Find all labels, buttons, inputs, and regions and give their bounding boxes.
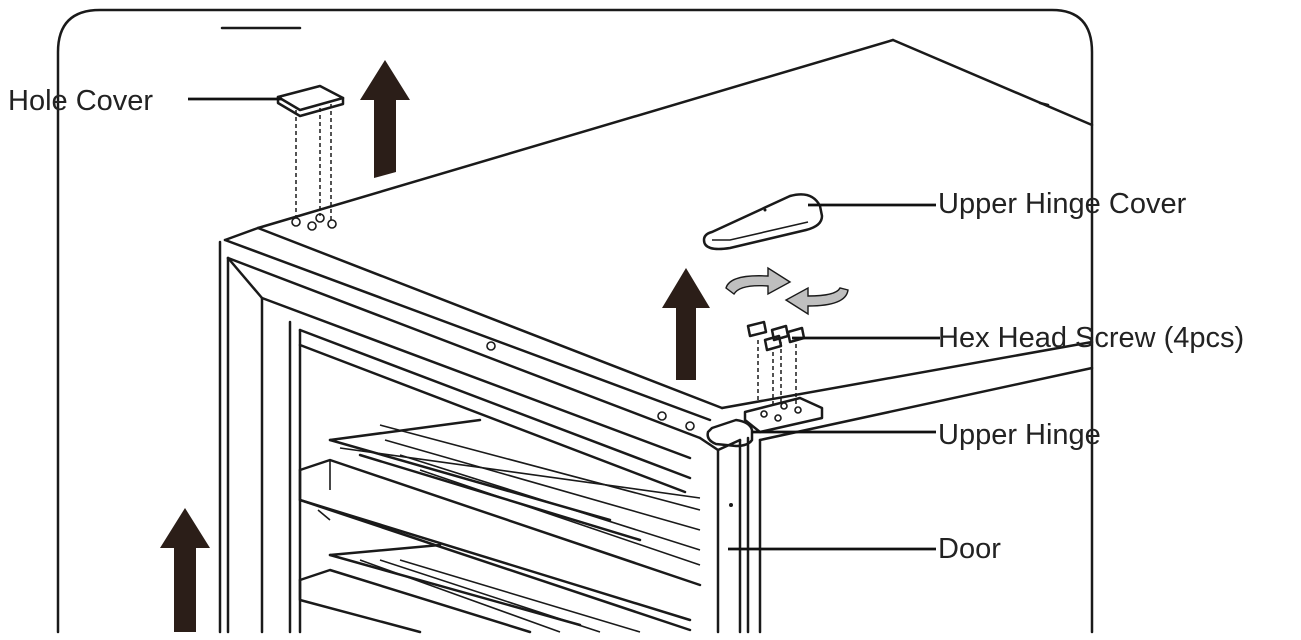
frame-border [56, 8, 1094, 634]
upper-hinge-part [706, 396, 824, 448]
up-arrow-icon [160, 508, 210, 632]
cabinet-top [223, 38, 1094, 442]
door-left-frame [218, 240, 302, 634]
wine-rack-upper [298, 418, 702, 632]
rotate-icon [725, 266, 849, 316]
up-arrow-icon [662, 268, 710, 380]
upper-hinge-cover-label: Upper Hinge Cover [938, 188, 1187, 220]
door-top-frame [226, 256, 702, 494]
upper-hinge-cover-part [702, 193, 824, 251]
hole-cover-part [276, 84, 345, 231]
hex-head-screws [746, 320, 806, 408]
upper-hinge-label: Upper Hinge [938, 419, 1101, 451]
wine-rack-lower [298, 543, 641, 634]
door [698, 436, 762, 634]
door-label: Door [938, 533, 1001, 565]
hex-head-screw-label: Hex Head Screw (4pcs) [938, 322, 1244, 354]
up-arrow-icon [360, 60, 410, 178]
hole-cover-label: Hole Cover [8, 85, 153, 117]
